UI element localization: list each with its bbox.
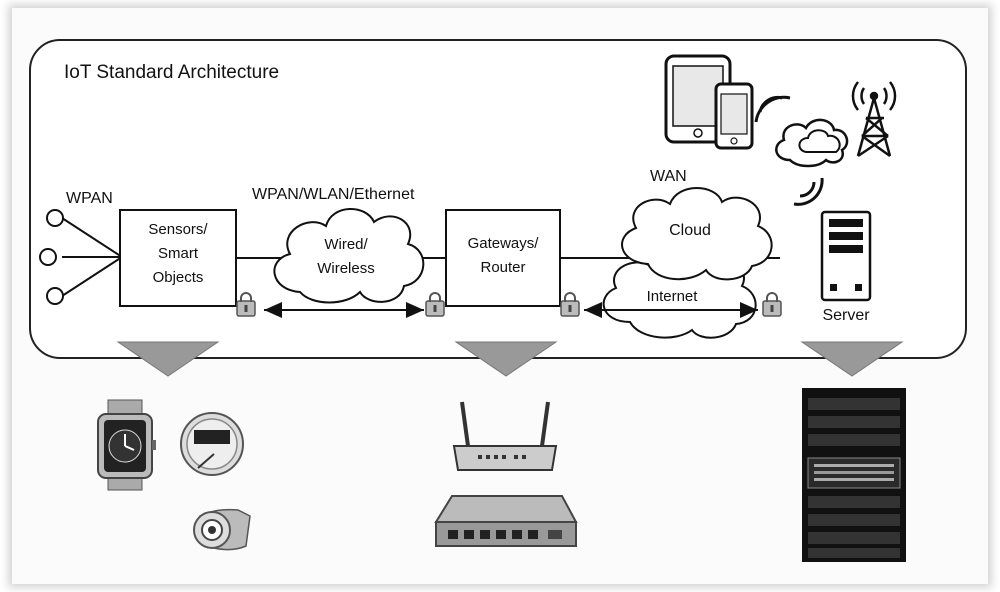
sensors-line-3: Objects [153,269,204,286]
server-label: Server [822,307,870,324]
gateways-node: Gateways/ Router [445,209,561,307]
gateways-line-1: Gateways/ [468,235,540,252]
sensors-node: Sensors/ Smart Objects [119,209,237,307]
wireless-signal-icon [793,177,824,206]
diagram-title: IoT Standard Architecture [64,62,279,83]
down-arrow-server [800,341,904,377]
sensors-line-2: Smart [158,245,199,262]
internet-label: Internet [647,288,699,305]
network-switch-icon [434,495,578,547]
down-arrow-sensors [116,341,220,377]
wireless-signal-icon [754,95,791,123]
gateways-line-2: Router [480,259,525,276]
cloud-label: Cloud [669,222,711,239]
wired-wireless-cloud: Wired/ Wireless [273,208,425,304]
wan-label: WAN [650,168,687,185]
server-icon [820,210,872,302]
wan-cloud: Cloud [621,187,773,281]
wpan-wlan-ethernet-label: WPAN/WLAN/Ethernet [252,186,415,203]
wifi-router-icon [452,401,558,471]
wpan-links [39,209,123,305]
wired-line-1: Wired/ [324,236,368,253]
smartwatch-icon [97,399,156,491]
down-arrow-gateway [454,341,558,377]
sensors-line-1: Sensors/ [148,221,208,238]
wpan-label: WPAN [66,190,113,207]
camera-icon [193,508,251,551]
cloud-icon [775,118,849,168]
server-rack-icon [802,388,906,562]
phone-icon [714,82,754,150]
cell-tower-icon [851,81,897,158]
wired-line-2: Wireless [317,260,375,277]
meter-icon [180,412,244,476]
